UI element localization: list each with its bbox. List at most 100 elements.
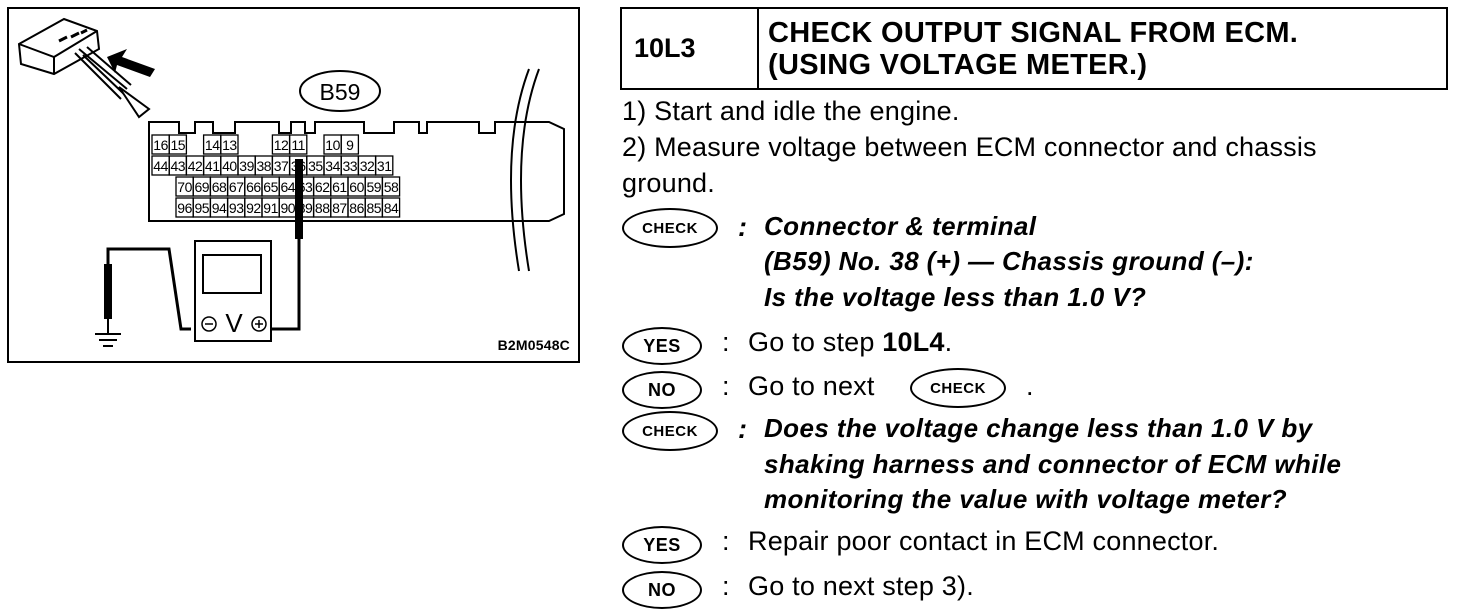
terminal-number: 15 [171,137,186,153]
terminal-number: 85 [367,200,382,216]
check-badge: CHECK [622,208,718,248]
positive-probe [295,159,303,239]
terminal-number: 34 [325,158,340,174]
terminal-cell [168,134,188,155]
yes1-suffix: . [944,327,953,357]
procedure-step-1: 1) Start and idle the engine. [622,96,960,126]
terminal-number: 16 [153,137,168,153]
terminal-cell [220,134,239,155]
terminal-number: 68 [212,179,227,195]
arrow-icon [107,49,155,77]
colon: : [738,212,748,242]
terminal-number: 92 [246,200,261,216]
no2-answer: Go to next step 3). [748,571,974,601]
connector-label: B59 [320,79,361,105]
step-title-line2: (USING VOLTAGE METER.) [768,49,1148,81]
check-badge: CHECK [622,411,718,451]
terminal-number: 86 [349,200,364,216]
terminal-number: 33 [343,158,358,174]
procedure-step-2: 2) Measure voltage between ECM connector… [622,132,1317,162]
terminal-cell [381,176,401,197]
colon: : [722,371,730,401]
yes2-answer: Repair poor contact in ECM connector. [748,526,1220,556]
yes-badge: YES [622,327,702,365]
terminal-number: 59 [367,179,382,195]
terminal-number: 35 [308,158,323,174]
terminal-number: 60 [349,179,364,195]
ecm-connector-diagram: B59 161514131211109444342414039383736353… [17,17,565,347]
terminal-number: 67 [229,179,244,195]
check1-line3: Is the voltage less than 1.0 V? [764,282,1147,312]
terminal-number: 91 [263,200,278,216]
check1-line2: (B59) No. 38 (+) — Chassis ground (–): [764,246,1254,276]
probe-wires [106,229,301,331]
ground-icon [95,319,121,347]
terminal-cell [374,155,394,176]
terminal-number: 58 [384,179,399,195]
terminal-number: 61 [332,179,347,195]
step-title-line1: CHECK OUTPUT SIGNAL FROM ECM. [768,17,1299,49]
terminal-number: 62 [315,179,330,195]
terminal-number: 87 [332,200,347,216]
terminal-number: 9 [346,137,354,153]
terminal-number: 37 [274,158,289,174]
terminal-number: 43 [171,158,186,174]
harness-connector-icon [17,17,151,119]
terminal-number: 88 [315,200,330,216]
terminal-number: 39 [239,158,254,174]
colon: : [738,414,748,444]
terminal-number: 64 [281,179,296,195]
terminal-number: 96 [177,200,192,216]
check2-line3: monitoring the value with voltage meter? [764,484,1288,514]
no1-answer-prefix: Go to next [748,371,875,401]
yes1-target: 10L4 [882,327,945,357]
yes1-answer: Go to step 10L4. [748,326,952,358]
terminal-number: 66 [246,179,261,195]
no1-answer-suffix: . [1026,371,1034,401]
check2-line1: Does the voltage change less than 1.0 V … [764,413,1313,443]
step-id: 10L3 [622,9,759,88]
procedure-step-2-cont: ground. [622,168,715,198]
terminal-number: 90 [281,200,296,216]
terminal-number: 41 [205,158,220,174]
terminal-number: 31 [377,158,392,174]
figure-code: B2M0548C [497,337,570,353]
terminal-cell [340,134,360,155]
negative-probe [104,264,112,319]
check1-line1: Connector & terminal [764,211,1037,241]
colon: : [722,571,730,601]
terminal-number: 65 [263,179,278,195]
terminal-number: 32 [360,158,375,174]
terminal-number: 95 [195,200,210,216]
terminal-number: 42 [188,158,203,174]
wiring-diagram-figure: B59 161514131211109444342414039383736353… [7,7,580,363]
terminal-cell [288,134,308,155]
terminal-number: 13 [222,137,237,153]
check-badge-inline: CHECK [910,368,1006,408]
terminal-number: 10 [325,137,340,153]
terminal-number: 84 [384,200,399,216]
check2-line2: shaking harness and connector of ECM whi… [764,449,1342,479]
terminal-number: 12 [274,137,289,153]
terminal-number: 11 [291,137,305,153]
yes1-prefix: Go to step [748,327,883,357]
yes-badge: YES [622,526,702,564]
voltmeter-symbol: V [225,308,243,338]
colon: : [722,327,730,357]
terminal-number: 14 [205,137,220,153]
terminal-cell [381,197,401,218]
colon: : [722,526,730,556]
terminal-number: 70 [177,179,192,195]
step-header: 10L3 CHECK OUTPUT SIGNAL FROM ECM. (USIN… [620,7,1448,90]
voltmeter-icon: V [194,240,272,342]
no-badge: NO [622,571,702,609]
terminal-number: 94 [212,200,227,216]
no-badge: NO [622,371,702,409]
terminal-number: 44 [153,158,168,174]
terminal-grid: 1615141312111094443424140393837363534333… [151,134,401,218]
terminal-number: 38 [257,158,272,174]
terminal-number: 93 [229,200,244,216]
step-title: CHECK OUTPUT SIGNAL FROM ECM. (USING VOL… [759,9,1446,88]
terminal-number: 40 [222,158,237,174]
terminal-number: 69 [195,179,210,195]
